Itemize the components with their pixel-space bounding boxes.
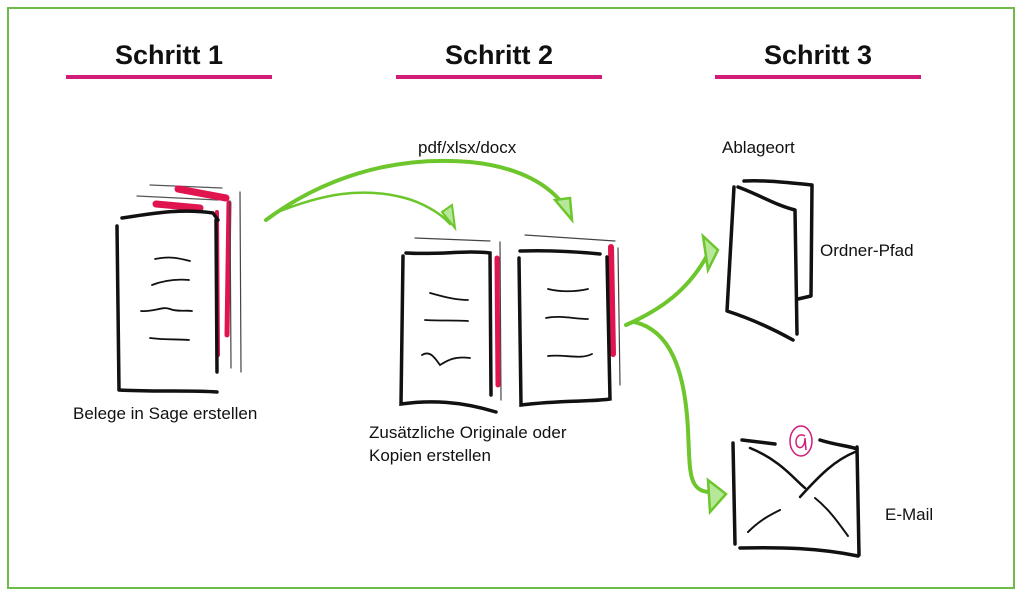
format-label: pdf/xlsx/docx — [418, 138, 517, 157]
document-copy-1-icon — [399, 237, 502, 414]
arrow-icon-to-destinations — [624, 232, 728, 516]
diagram-frame — [7, 7, 1015, 589]
step-3-underline — [715, 75, 921, 79]
step-2-title: Schritt 2 — [444, 40, 554, 70]
destination-label: Ablageort — [722, 138, 795, 157]
step-1-title: Schritt 1 — [114, 40, 224, 70]
step-3-title: Schritt 3 — [763, 40, 873, 70]
step-2-underline — [396, 75, 602, 79]
step-2-caption-line2: Kopien erstellen — [369, 446, 491, 465]
folder-path-label: Ordner-Pfad — [820, 241, 914, 260]
document-stack-icon — [115, 184, 242, 394]
step-2-caption-line1: Zusätzliche Originale oder — [369, 423, 567, 442]
arrow-icon-to-copies — [264, 158, 574, 232]
envelope-icon — [731, 438, 861, 558]
at-sign-icon — [789, 425, 813, 457]
email-label: E-Mail — [885, 505, 934, 524]
step-1-caption: Belege in Sage erstellen — [73, 404, 258, 423]
document-copy-2-icon — [517, 234, 621, 407]
folder-icon — [725, 179, 814, 342]
step-1-underline — [66, 75, 272, 79]
